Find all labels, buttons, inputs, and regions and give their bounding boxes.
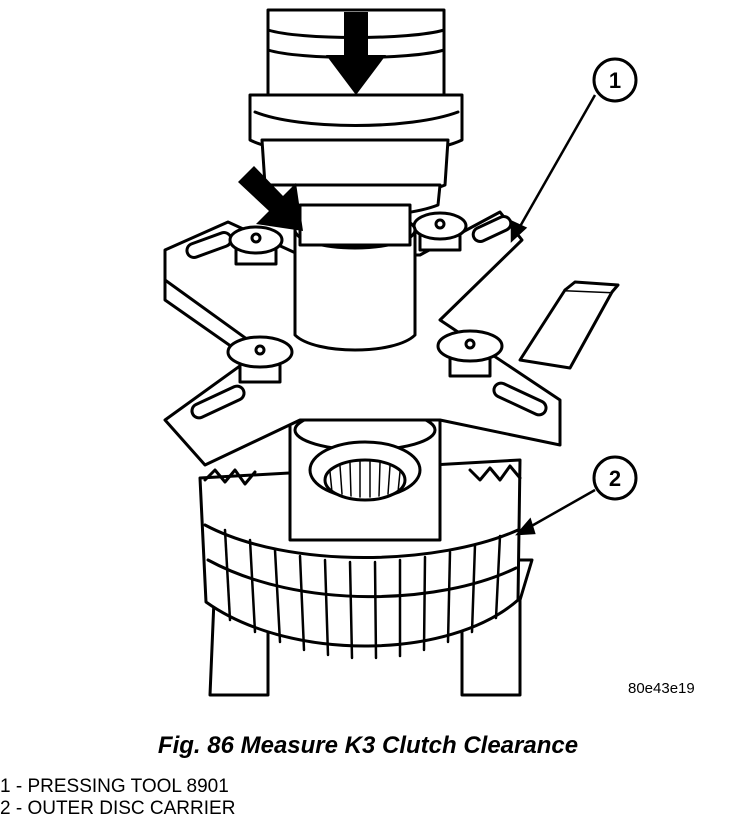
image-code: 80e43e19 <box>628 680 695 697</box>
figure-caption: Fig. 86 Measure K3 Clutch Clearance <box>157 732 579 759</box>
knob-bottom-left <box>226 335 294 384</box>
force-arrow-diagonal-icon <box>238 166 303 231</box>
legend-item-1: 1 - PRESSING TOOL 8901 <box>0 776 229 797</box>
leader-line-1 <box>516 94 597 231</box>
leader-line-2 <box>527 488 596 530</box>
knob-top-right <box>412 211 468 252</box>
svg-text:1: 1 <box>609 68 621 93</box>
callout-2: 2 <box>592 455 638 501</box>
legend-item-2: 2 - OUTER DISC CARRIER <box>0 798 236 819</box>
gauge-blade <box>518 280 620 370</box>
inner-hub <box>288 408 442 542</box>
svg-text:2: 2 <box>609 466 621 491</box>
legend: 1 - PRESSING TOOL 8901 2 - OUTER DISC CA… <box>0 776 235 820</box>
diagram-figure: 1 2 <box>163 8 638 697</box>
callout-1: 1 <box>592 57 638 103</box>
knob-bottom-right <box>436 329 504 378</box>
knob-top-left <box>228 225 284 266</box>
force-arrow-down-icon <box>326 12 386 95</box>
